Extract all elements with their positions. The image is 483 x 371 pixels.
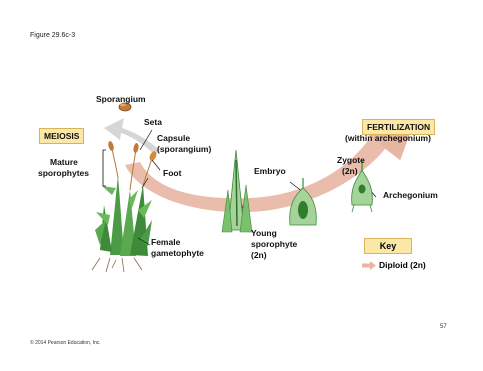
moss-gametophyte-illustration [92, 141, 158, 272]
label-young-3: (2n) [251, 250, 267, 260]
label-young-2: sporophyte [251, 239, 297, 249]
diploid-key-arrow-icon [362, 261, 376, 270]
key-diploid-row: Diploid (2n) [362, 260, 426, 270]
label-zygote-2: (2n) [342, 166, 358, 176]
key-diploid-label: Diploid (2n) [379, 260, 426, 270]
label-capsule-1: Capsule [157, 133, 190, 143]
label-capsule-2: (sporangium) [157, 144, 211, 154]
label-mature-1: Mature [50, 157, 78, 167]
mature-sporophytes-bracket [103, 150, 106, 186]
sporangium-icon [119, 103, 131, 111]
label-meiosis: MEIOSIS [39, 128, 84, 144]
label-embryo: Embryo [254, 166, 286, 176]
label-sporangium: Sporangium [96, 94, 146, 104]
page-number: 57 [440, 324, 447, 330]
label-foot: Foot [163, 168, 181, 178]
label-fertilization-sub: (within archegonium) [345, 133, 431, 143]
label-mature-2: sporophytes [38, 168, 89, 178]
label-zygote-1: Zygote [337, 155, 365, 165]
copyright: © 2014 Pearson Education, Inc. [30, 340, 101, 346]
key-title: Key [364, 238, 412, 254]
label-female-2: gametophyte [151, 248, 204, 258]
young-sporophyte-illustration [222, 150, 252, 232]
label-seta: Seta [144, 117, 162, 127]
label-female-1: Female [151, 237, 180, 247]
label-archegonium: Archegonium [383, 190, 438, 200]
label-young-1: Young [251, 228, 277, 238]
